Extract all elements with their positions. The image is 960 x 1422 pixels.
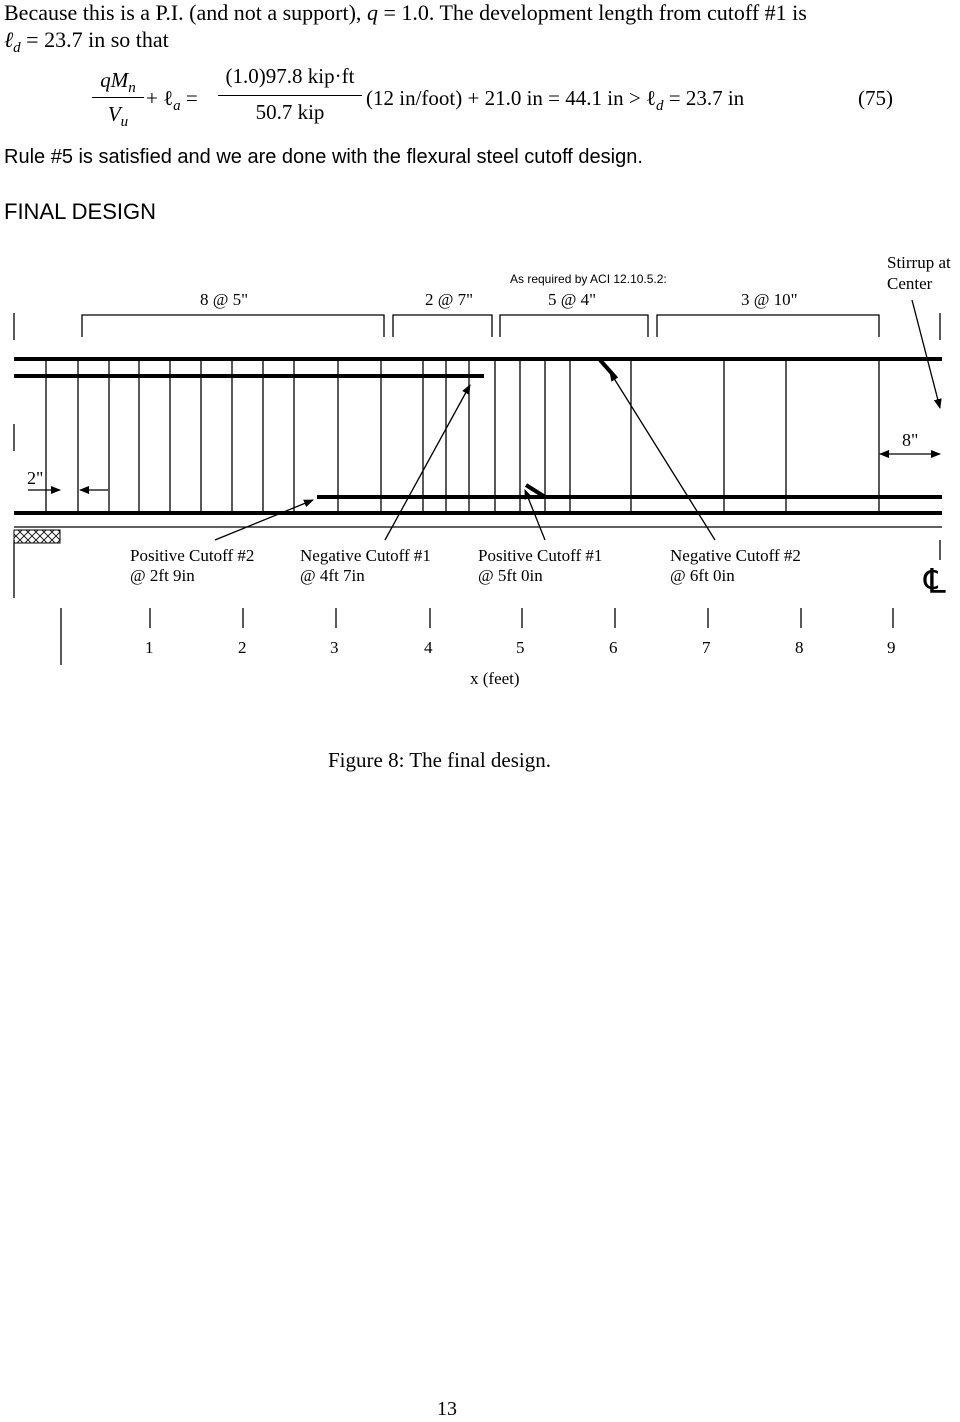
intro-text-c: = 23.7 in so that [26, 27, 169, 52]
spacing-label-4: 3 @ 10" [741, 290, 798, 309]
ld-subscript: d [13, 40, 21, 56]
x-tick-2: 2 [238, 638, 247, 657]
intro-text-a: Because this is a P.I. (and not a suppor… [4, 0, 362, 25]
x-axis-ticks [60, 608, 894, 665]
cutoff-label-1: Positive Cutoff #2@ 2ft 9in [130, 546, 255, 585]
page-number: 13 [437, 1398, 457, 1420]
spacing-label-2: 2 @ 7" [425, 290, 474, 309]
section-heading: FINAL DESIGN [4, 199, 156, 224]
cutoff-label-2: Negative Cutoff #1@ 4ft 7in [300, 546, 431, 585]
beam-detail-figure [13, 299, 942, 665]
spacing-label-1: 8 @ 5" [200, 290, 249, 309]
x-tick-5: 5 [516, 638, 525, 657]
frac2-bar [218, 95, 362, 97]
dim-2in-label: 2" [27, 468, 44, 488]
top-bars [14, 357, 942, 515]
x-tick-3: 3 [330, 638, 339, 657]
frac1-denominator: Vu [107, 102, 129, 130]
spacing-label-3: 5 @ 4" [548, 290, 597, 309]
equation-rest: (12 in/foot) + 21.0 in = 44.1 in > ℓd = … [366, 86, 745, 114]
stirrups [45, 360, 880, 513]
stirrup-center-label-2: Center [887, 274, 933, 293]
spacing-brackets [81, 314, 880, 337]
x-axis-label: x (feet) [470, 669, 520, 688]
intro-text-b: = 1.0. The development length from cutof… [383, 0, 807, 25]
x-tick-9: 9 [887, 638, 896, 657]
end-tick-lines [13, 313, 941, 598]
x-tick-6: 6 [609, 638, 618, 657]
rule-text: Rule #5 is satisfied and we are done wit… [4, 146, 643, 168]
aci-note: As required by ACI 12.10.5.2: [510, 272, 667, 286]
frac2-denominator: 50.7 kip [255, 100, 325, 124]
ld-symbol: ℓ [4, 27, 14, 52]
centerline-symbol: ℄ [924, 564, 946, 601]
bent-bars [524, 358, 618, 499]
x-tick-4: 4 [424, 638, 433, 657]
dim-8in-label: 8" [902, 430, 919, 450]
frac1-bar [92, 97, 144, 99]
x-tick-1: 1 [145, 638, 154, 657]
cutoff-label-4: Negative Cutoff #2@ 6ft 0in [670, 546, 801, 585]
frac2-numerator: (1.0)97.8 kip·ft [225, 64, 355, 88]
intro-q-symbol: q [366, 0, 378, 25]
frac1-numerator: qMn [100, 68, 136, 96]
cutoff-label-3: Positive Cutoff #1@ 5ft 0in [478, 546, 603, 585]
intro-line-2: ℓd = 23.7 in so that [4, 27, 169, 56]
equation-number: (75) [858, 86, 893, 110]
leader-lines [214, 299, 942, 541]
plus-la: + ℓa = [146, 86, 198, 114]
intro-line-1: Because this is a P.I. (and not a suppor… [4, 0, 807, 26]
support-hatch [13, 529, 61, 544]
figure-caption: Figure 8: The final design. [328, 748, 551, 772]
x-tick-7: 7 [702, 638, 711, 657]
x-tick-8: 8 [795, 638, 804, 657]
stirrup-center-label-1: Stirrup at [887, 253, 951, 272]
